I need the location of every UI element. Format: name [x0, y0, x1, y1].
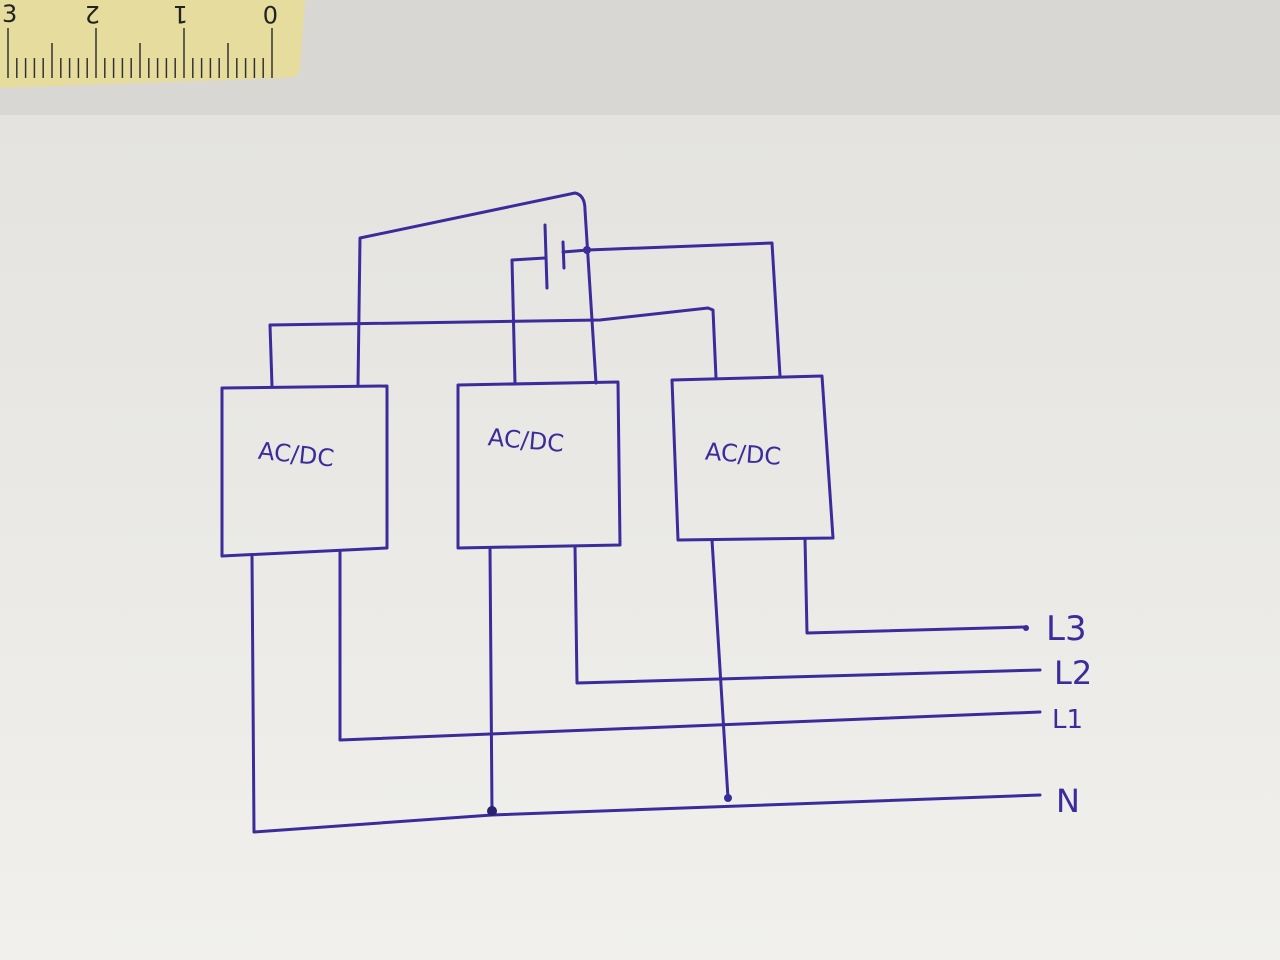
battery-plate-long [543, 223, 549, 290]
dc-wire-shared [268, 306, 718, 388]
ruler-number: 0 [263, 0, 278, 28]
ruler-number: 1 [173, 0, 188, 28]
acdc-block-1 [220, 384, 389, 558]
battery-wire-negative [510, 256, 547, 385]
label-l2: L2 [1054, 654, 1092, 692]
neutral-wire [250, 554, 1042, 834]
battery-wire-positive [561, 241, 782, 378]
terminal-dot [1023, 625, 1029, 631]
junction-dot [487, 806, 497, 816]
ruler: 3 2 1 0 [0, 0, 305, 88]
acdc-block-2 [456, 380, 622, 550]
l1-wire [338, 550, 1042, 742]
acdc-block-3 [670, 374, 835, 542]
label-l1: L1 [1052, 705, 1083, 735]
battery-plate-short [561, 240, 566, 270]
l2-wire [573, 544, 1042, 685]
ruler-number: 2 [85, 0, 100, 28]
junction-dot [724, 794, 732, 802]
block2-neutral-wire [488, 546, 494, 814]
acdc-label-3: AC/DC [704, 438, 782, 471]
l3-wire [803, 537, 1027, 635]
label-l3: L3 [1046, 609, 1087, 649]
label-n: N [1056, 782, 1080, 820]
junction-dot [583, 246, 591, 254]
acdc-label-2: AC/DC [487, 423, 565, 458]
dc-wire-block1-block2 [356, 191, 598, 388]
ruler-number: 3 [2, 0, 17, 28]
block3-neutral-wire [710, 538, 730, 800]
